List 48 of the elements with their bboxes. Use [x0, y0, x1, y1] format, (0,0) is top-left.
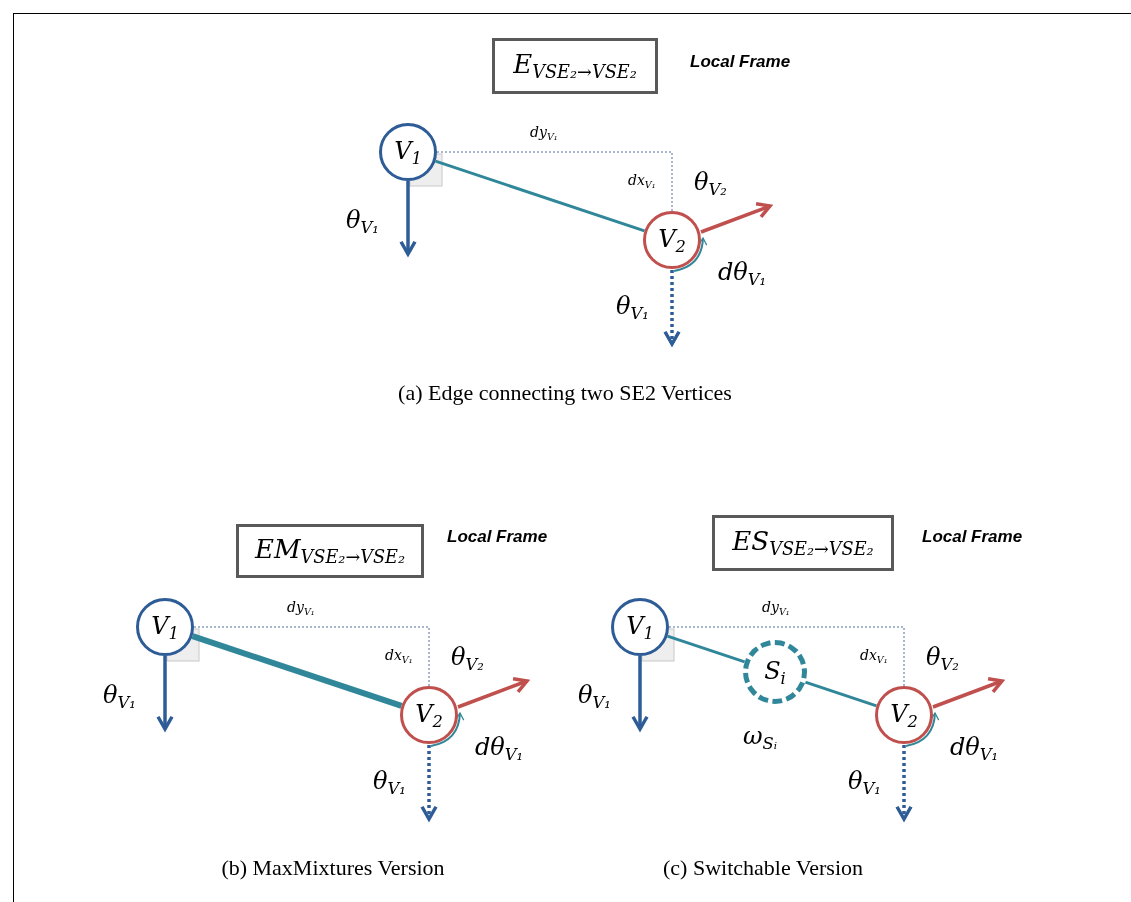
node-label: E$_{VSE₂→VSE₂}$ [513, 49, 637, 83]
node-label: S$_{i}$ [764, 656, 786, 688]
angle-label: θ$_{V₂}$ [694, 168, 727, 199]
dimension-label: dy$_{V₁}$ [762, 599, 790, 617]
dimension-label: dx$_{V₁}$ [385, 647, 413, 665]
node-label: EM$_{VSE₂→VSE₂}$ [254, 534, 406, 568]
vertex-circle [611, 598, 669, 656]
vertex-circle [136, 598, 194, 656]
dimension-label: dx$_{V₁}$ [860, 647, 888, 665]
angle-label: θ$_{V₁}$ [103, 681, 136, 712]
node-label: V$_{2}$ [890, 699, 918, 731]
angle-label: dθ$_{V₁}$ [718, 258, 767, 289]
node-label: V$_{1}$ [151, 611, 179, 643]
frame-label: Local Frame [690, 52, 791, 72]
node-label: V$_{1}$ [394, 136, 422, 168]
vertex-circle [643, 211, 701, 269]
edge-line [191, 633, 403, 709]
angle-label: dθ$_{V₁}$ [475, 733, 524, 764]
angle-label: θ$_{V₁}$ [848, 767, 881, 798]
vertex-circle [379, 123, 437, 181]
figure-caption: (a) Edge connecting two SE2 Vertices [398, 380, 732, 406]
edge-type-box [712, 515, 894, 571]
frame-label: Local Frame [922, 527, 1023, 547]
edge-line [804, 680, 877, 708]
angle-label: θ$_{V₁}$ [373, 767, 406, 798]
edge-line [435, 159, 645, 233]
frame-label: Local Frame [447, 527, 548, 547]
figure-caption: (c) Switchable Version [663, 855, 863, 881]
angle-label: θ$_{V₂}$ [926, 643, 959, 674]
dimension-label: dx$_{V₁}$ [628, 172, 656, 190]
edge-type-box [236, 524, 424, 578]
angle-label: θ$_{V₁}$ [578, 681, 611, 712]
edge-type-box [492, 38, 658, 94]
angle-label: θ$_{V₁}$ [616, 292, 649, 323]
node-label: V$_{1}$ [626, 611, 654, 643]
node-label: ES$_{VSE₂→VSE₂}$ [732, 526, 874, 560]
weight-label: ω$_{Sᵢ}$ [743, 722, 778, 753]
dimension-label: dy$_{V₁}$ [287, 599, 315, 617]
figure-caption: (b) MaxMixtures Version [221, 855, 445, 881]
dimension-label: dy$_{V₁}$ [530, 124, 558, 142]
vertex-circle [875, 686, 933, 744]
edge-line [667, 634, 746, 664]
node-label: V$_{2}$ [658, 224, 686, 256]
angle-label: θ$_{V₁}$ [346, 206, 379, 237]
angle-label: θ$_{V₂}$ [451, 643, 484, 674]
node-label: V$_{2}$ [415, 699, 443, 731]
vertex-circle [400, 686, 458, 744]
angle-label: dθ$_{V₁}$ [950, 733, 999, 764]
